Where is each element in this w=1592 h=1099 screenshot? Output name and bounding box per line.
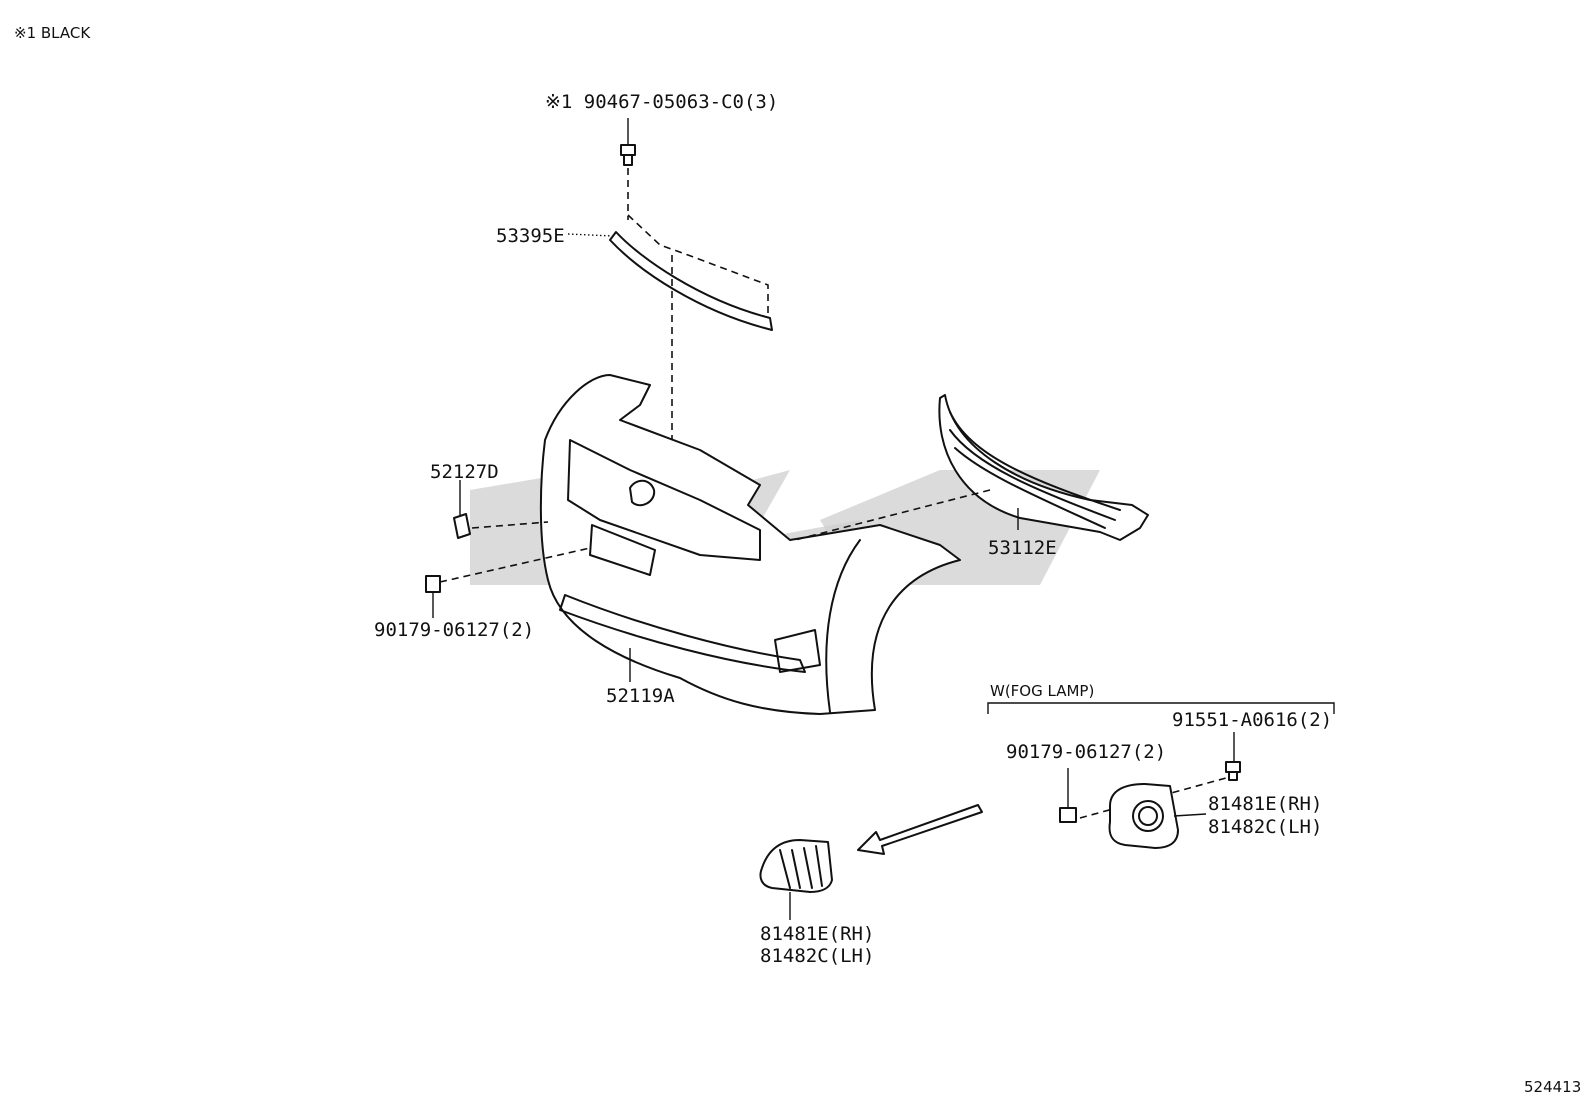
label-nut-fog[interactable]: 90179-06127(2): [1006, 741, 1166, 763]
diagram-id: 524413: [1524, 1078, 1581, 1096]
bumper-cover-icon: [539, 374, 961, 715]
label-retainer[interactable]: 52127D: [430, 461, 499, 483]
molding-icon: [567, 231, 773, 331]
label-screw-fog[interactable]: 91551-A0616(2): [1172, 709, 1332, 731]
note-black: ※1 BLACK: [14, 24, 91, 42]
arrow-icon: [857, 804, 983, 855]
nut-fog-icon: [1059, 768, 1077, 823]
label-molding[interactable]: 53395E: [496, 225, 565, 247]
label-fog-cover-alt-rh[interactable]: 81481E(RH): [760, 923, 874, 945]
label-fog-cover-main-rh[interactable]: 81481E(RH): [1208, 793, 1322, 815]
nut-left-icon: [425, 575, 441, 618]
label-fog-lamp-group: W(FOG LAMP): [990, 682, 1094, 700]
grille-icon: [938, 394, 1149, 541]
fog-cover-main-icon: [1108, 783, 1207, 849]
label-clip-top[interactable]: ※1 90467-05063-C0(3): [545, 91, 778, 113]
clip-icon: [620, 118, 636, 166]
screw-fog-icon: [1225, 732, 1241, 781]
retainer-icon: [453, 480, 471, 539]
label-fog-cover-main-lh[interactable]: 81482C(LH): [1208, 816, 1322, 838]
label-bumper-cover[interactable]: 52119A: [606, 685, 675, 707]
label-nut-left[interactable]: 90179-06127(2): [374, 619, 534, 641]
label-grille[interactable]: 53112E: [988, 537, 1057, 559]
fog-lamp-bracket: [987, 702, 1335, 714]
label-fog-cover-alt-lh[interactable]: 81482C(LH): [760, 945, 874, 967]
fog-cover-alt-icon: [759, 839, 833, 920]
